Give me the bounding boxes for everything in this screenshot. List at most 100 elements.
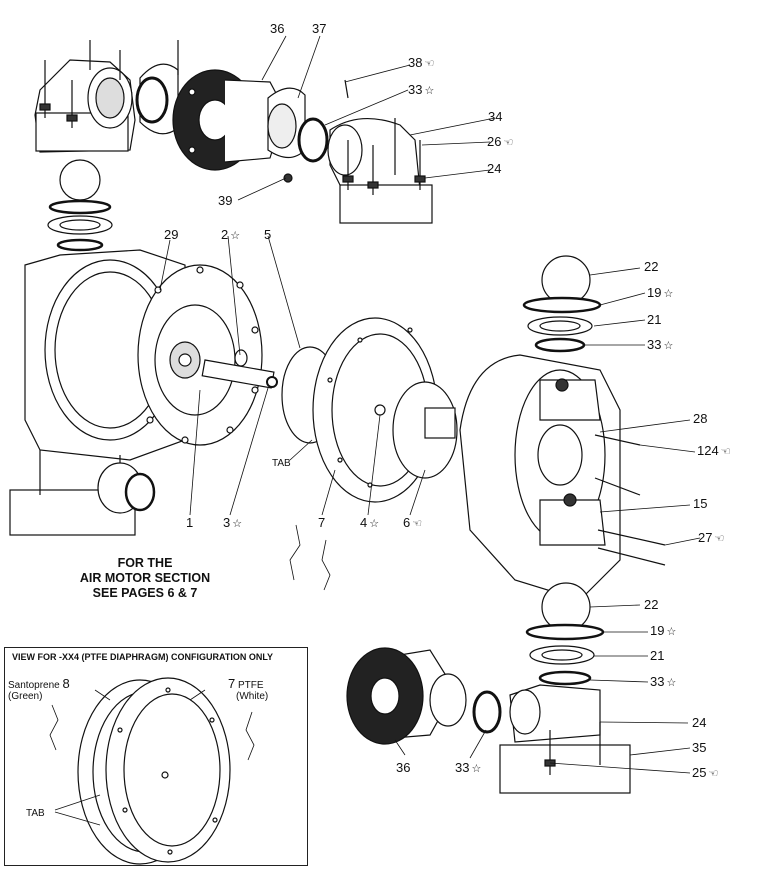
callout-29: 29 bbox=[164, 228, 180, 243]
inset-tab-label: TAB bbox=[26, 808, 45, 819]
callout-symbol: ☜ bbox=[720, 446, 731, 458]
callout-symbol: ☆ bbox=[230, 230, 241, 242]
callout-number: 25 bbox=[692, 765, 707, 780]
santoprene-text: Santoprene bbox=[8, 680, 60, 691]
callout-symbol: ☜ bbox=[503, 137, 514, 149]
callout-36-bottom: 36 bbox=[396, 761, 412, 776]
callout-19-lower: 19☆ bbox=[650, 624, 676, 639]
callout-number: 33 bbox=[650, 674, 665, 689]
callout-number: 24 bbox=[692, 715, 707, 730]
callout-37: 37 bbox=[312, 22, 328, 37]
note-line-2: AIR MOTOR SECTION bbox=[79, 571, 211, 585]
callout-number: 5 bbox=[264, 227, 272, 242]
callout-number: 38 bbox=[408, 55, 423, 70]
top-oring-33 bbox=[297, 117, 329, 163]
callout-1: 1 bbox=[186, 516, 195, 531]
callout-number: 19 bbox=[647, 285, 662, 300]
callout-number: 6 bbox=[403, 515, 411, 530]
callout-33-top: 33☆ bbox=[408, 83, 434, 98]
callout-39: 39 bbox=[218, 194, 234, 209]
callout-number: 36 bbox=[396, 760, 411, 775]
callout-symbol: ☆ bbox=[232, 518, 243, 530]
callout-symbol: ☆ bbox=[666, 677, 677, 689]
callout-symbol: ☜ bbox=[424, 58, 435, 70]
ptfe-label: 7 PTFE bbox=[228, 676, 264, 691]
callout-number: 22 bbox=[644, 259, 659, 274]
callout-38: 38☜ bbox=[408, 56, 434, 71]
ptfe-text: PTFE bbox=[238, 680, 264, 691]
callout-7: 7 bbox=[318, 516, 327, 531]
callout-2: 2☆ bbox=[221, 228, 240, 243]
callout-number: 4 bbox=[360, 515, 368, 530]
callout-number: 36 bbox=[270, 21, 285, 36]
callout-number: 24 bbox=[487, 161, 502, 176]
callout-symbol: ☆ bbox=[369, 518, 380, 530]
callout-number: 3 bbox=[223, 515, 231, 530]
callout-number: 33 bbox=[408, 82, 423, 97]
callout-symbol: ☆ bbox=[471, 763, 482, 775]
callout-124: 124☜ bbox=[697, 444, 731, 459]
callout-28: 28 bbox=[693, 412, 709, 427]
callout-5: 5 bbox=[264, 228, 273, 243]
callout-4: 4☆ bbox=[360, 516, 379, 531]
top-oring-left bbox=[135, 76, 169, 124]
santoprene-number: 8 bbox=[62, 676, 70, 691]
note-line-1: FOR THE bbox=[117, 556, 173, 570]
callout-number: 7 bbox=[318, 515, 326, 530]
callout-number: 34 bbox=[488, 109, 503, 124]
callout-21-upper: 21 bbox=[647, 313, 663, 328]
callout-number: 28 bbox=[693, 411, 708, 426]
callout-26: 26☜ bbox=[487, 135, 513, 150]
callout-36-top: 36 bbox=[270, 22, 286, 37]
air-motor-center-section bbox=[137, 264, 275, 446]
callout-symbol: ☜ bbox=[714, 533, 725, 545]
callout-number: 15 bbox=[693, 496, 708, 511]
callout-33-lower-right: 33☆ bbox=[650, 675, 676, 690]
callout-33-right: 33☆ bbox=[647, 338, 673, 353]
callout-number: 35 bbox=[692, 740, 707, 755]
upper-left-ball bbox=[59, 159, 101, 201]
callout-22-upper: 22 bbox=[644, 260, 660, 275]
callout-number: 29 bbox=[164, 227, 179, 242]
callout-33-bottom: 33☆ bbox=[455, 761, 481, 776]
white-label: (White) bbox=[236, 691, 269, 702]
ptfe-number: 7 bbox=[228, 676, 236, 691]
callout-22-lower: 22 bbox=[644, 598, 660, 613]
callout-number: 33 bbox=[455, 760, 470, 775]
santoprene-label: Santoprene 8 bbox=[8, 676, 70, 691]
callout-symbol: ☆ bbox=[663, 340, 674, 352]
callout-3: 3☆ bbox=[223, 516, 242, 531]
ptfe-configuration-inset bbox=[4, 647, 308, 866]
callout-symbol: ☆ bbox=[663, 288, 674, 300]
callout-symbol: ☆ bbox=[424, 85, 435, 97]
callout-19-upper: 19☆ bbox=[647, 286, 673, 301]
callout-number: 27 bbox=[698, 530, 713, 545]
tab-label: TAB bbox=[272, 458, 291, 469]
callout-symbol: ☜ bbox=[708, 768, 719, 780]
callout-symbol: ☜ bbox=[412, 518, 423, 530]
callout-number: 19 bbox=[650, 623, 665, 638]
callout-15: 15 bbox=[693, 497, 709, 512]
callout-24-top: 24 bbox=[487, 162, 503, 177]
callout-27: 27☜ bbox=[698, 531, 724, 546]
callout-number: 21 bbox=[650, 648, 665, 663]
bottom-oring-33 bbox=[472, 690, 502, 734]
inset-title: VIEW FOR -XX4 (PTFE DIAPHRAGM) CONFIGURA… bbox=[12, 652, 274, 662]
note-line-3: SEE PAGES 6 & 7 bbox=[92, 586, 198, 600]
callout-21-lower: 21 bbox=[650, 649, 666, 664]
callout-6: 6☜ bbox=[403, 516, 422, 531]
callout-number: 124 bbox=[697, 443, 719, 458]
right-fluid-chamber-15 bbox=[459, 354, 666, 601]
callout-35: 35 bbox=[692, 741, 708, 756]
callout-number: 1 bbox=[186, 515, 194, 530]
top-right-manifold-elbow bbox=[327, 117, 433, 224]
outer-piston-6 bbox=[392, 381, 458, 479]
callout-number: 21 bbox=[647, 312, 662, 327]
top-left-manifold-elbow bbox=[34, 40, 136, 153]
air-motor-note: FOR THE AIR MOTOR SECTION SEE PAGES 6 & … bbox=[60, 556, 230, 601]
left-fluid-chamber bbox=[9, 249, 186, 536]
bottom-manifold-35 bbox=[499, 684, 631, 794]
top-clamp-right bbox=[267, 87, 306, 159]
callout-34: 34 bbox=[488, 110, 504, 125]
callout-number: 22 bbox=[644, 597, 659, 612]
